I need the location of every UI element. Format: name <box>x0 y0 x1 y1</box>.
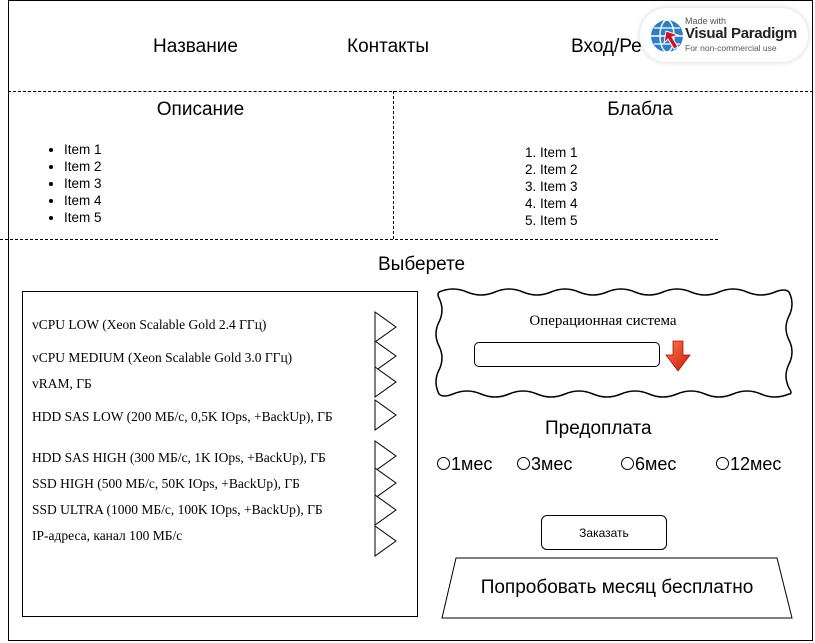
globe-logo-icon <box>651 19 683 53</box>
prepay-radio-1[interactable]: 1мес <box>437 454 492 475</box>
option-ssd-ultra: SSD ULTRA (1000 МБ/с, 100K IOps, +BackUp… <box>32 502 323 517</box>
description-item: Item 3 <box>64 175 102 192</box>
prepay-radio-6-label: 6мес <box>635 454 677 474</box>
page-frame <box>8 0 813 641</box>
radio-circle-icon[interactable] <box>517 456 530 470</box>
blabla-item: Item 5 <box>540 212 578 229</box>
description-item: Item 4 <box>64 192 102 209</box>
trial-button-label[interactable]: Попробовать месяц бесплатно <box>480 577 754 598</box>
visual-paradigm-badge: Made with Visual Paradigm For non-commer… <box>640 8 808 62</box>
option-vram-arrow-icon[interactable] <box>374 366 398 398</box>
description-list: Item 1Item 2Item 3Item 4Item 5 <box>46 141 102 226</box>
os-label: Операционная система <box>529 313 677 329</box>
options-panel <box>22 291 418 617</box>
badge-made-with: Made with <box>685 16 727 26</box>
trial-button-shape[interactable] <box>441 557 793 619</box>
prepay-radio-1-label: 1мес <box>451 454 493 474</box>
option-ssd-high-arrow-icon[interactable] <box>374 467 398 499</box>
option-hdd-sas-low: HDD SAS LOW (200 МБ/с, 0,5K IOps, +BackU… <box>32 409 333 424</box>
order-button[interactable]: Заказать <box>541 515 667 550</box>
radio-circle-icon[interactable] <box>437 456 450 470</box>
nav-contacts[interactable]: Контакты <box>347 36 430 57</box>
choose-title: Выберете <box>378 254 466 275</box>
description-item: Item 5 <box>64 209 102 226</box>
description-item: Item 2 <box>64 158 102 175</box>
option-ip-address: IP-адреса, канал 100 МБ/с <box>32 528 183 543</box>
prepay-radio-3[interactable]: 3мес <box>517 454 572 475</box>
nav-title[interactable]: Название <box>153 36 238 57</box>
section-divider-bottom <box>0 239 718 240</box>
prepay-radio-12[interactable]: 12мес <box>716 454 781 475</box>
prepay-title: Предоплата <box>545 418 652 439</box>
badge-brand: Visual Paradigm <box>685 25 797 42</box>
option-vcpu-medium: vCPU MEDIUM (Xeon Scalable Gold 3.0 ГГц) <box>32 350 293 365</box>
prepay-radio-6[interactable]: 6мес <box>621 454 676 475</box>
header-divider <box>8 91 813 92</box>
blabla-item: Item 3 <box>540 178 578 195</box>
description-item: Item 1 <box>64 141 102 158</box>
option-vram: vRAM, ГБ <box>32 376 92 391</box>
radio-circle-icon[interactable] <box>716 456 729 470</box>
radio-circle-icon[interactable] <box>621 456 634 470</box>
prepay-radio-3-label: 3мес <box>531 454 573 474</box>
blabla-item: Item 2 <box>540 161 578 178</box>
option-vcpu-medium-arrow-icon[interactable] <box>374 340 398 372</box>
blabla-item: Item 4 <box>540 195 578 212</box>
option-ip-address-arrow-icon[interactable] <box>374 525 398 557</box>
option-hdd-sas-low-arrow-icon[interactable] <box>374 399 398 431</box>
option-vcpu-low-arrow-icon[interactable] <box>374 311 398 343</box>
option-hdd-sas-high: HDD SAS HIGH (300 МБ/с, 1K IOps, +BackUp… <box>32 450 326 465</box>
prepay-radio-12-label: 12мес <box>730 454 782 474</box>
option-ssd-ultra-arrow-icon[interactable] <box>374 494 398 526</box>
badge-note: For non-commercial use <box>685 43 777 53</box>
blabla-item: Item 1 <box>540 144 578 161</box>
description-title: Описание <box>156 99 245 120</box>
nav-login[interactable]: Вход/Ре <box>571 36 642 57</box>
option-ssd-high: SSD HIGH (500 МБ/с, 50K IOps, +BackUp), … <box>32 476 300 491</box>
section-divider-vertical <box>393 91 394 239</box>
option-hdd-sas-high-arrow-icon[interactable] <box>374 440 398 472</box>
option-vcpu-low: vCPU LOW (Xeon Scalable Gold 2.4 ГГц) <box>32 317 267 332</box>
arrow-down-icon[interactable] <box>665 340 691 372</box>
os-select-input[interactable] <box>474 342 660 367</box>
blabla-title: Блабла <box>607 99 673 120</box>
blabla-list: Item 1Item 2Item 3Item 4Item 5 <box>522 144 578 229</box>
